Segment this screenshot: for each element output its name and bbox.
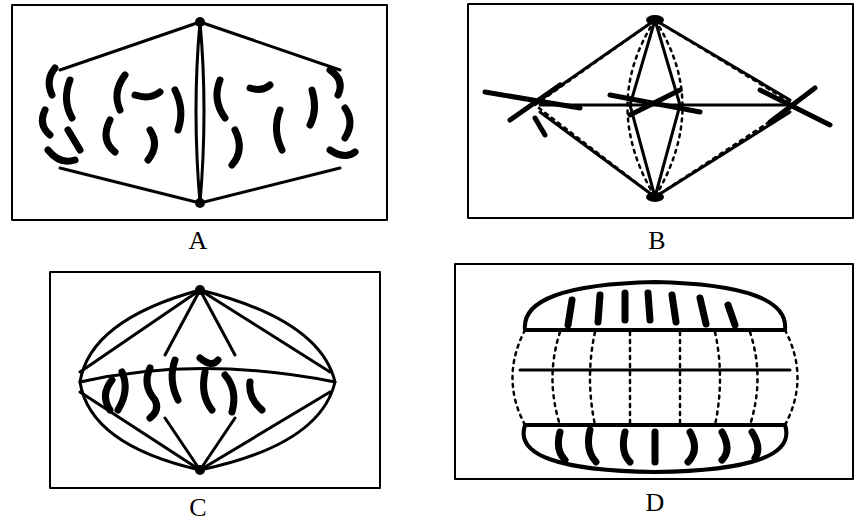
spindle-pole xyxy=(195,15,664,475)
spindle-pole-part xyxy=(646,15,664,25)
cell-a-chromosomes-part xyxy=(117,75,125,110)
cell-d-outline-part xyxy=(525,282,785,330)
cell-a-chromosomes-part xyxy=(48,150,75,161)
cell-a-chromosomes-part xyxy=(49,68,55,95)
cell-a-chromosomes-part xyxy=(106,120,115,152)
cell-a-chromosomes-part xyxy=(330,70,340,95)
cell-a-chromosomes-part xyxy=(217,80,225,118)
cell-c-chromosomes-part xyxy=(200,358,218,364)
cell-c-chromosomes xyxy=(105,358,262,418)
cell-b-chromosomes-part xyxy=(610,90,700,115)
panel-frame-part xyxy=(50,272,380,488)
spindle-pole-part xyxy=(195,198,205,208)
cell-d-outline-part xyxy=(524,425,787,472)
cell-a-chromosomes-part xyxy=(330,150,355,156)
cell-b-chromosomes-part xyxy=(535,118,545,135)
cell-c-spindle-part xyxy=(80,290,330,470)
cell-c-chromosomes-part xyxy=(225,375,234,412)
panel-frame-part xyxy=(468,4,853,218)
cell-a-chromosomes-part xyxy=(345,108,350,138)
cell-c-chromosomes-part xyxy=(250,382,262,410)
cell-a-spindle xyxy=(60,22,340,203)
cell-a-chromosomes-part xyxy=(250,85,270,89)
cell-d-spindle-part xyxy=(513,330,798,425)
cell-a-chromosomes-part xyxy=(66,80,72,118)
cell-a-chromosomes-part xyxy=(232,130,239,165)
cell-d-outline xyxy=(524,282,787,472)
cell-a-chromosomes-part xyxy=(42,110,50,135)
cell-a-spindle-part xyxy=(60,22,340,203)
cell-b-chromosomes-part xyxy=(760,88,830,125)
cell-c-spindle xyxy=(80,290,335,470)
cell-a-chromosomes-part xyxy=(310,90,315,125)
cell-a-chromosomes-part xyxy=(135,92,160,97)
cell-a-chromosomes-part xyxy=(148,130,155,160)
cell-c-chromosomes-part xyxy=(105,380,112,410)
cell-c-spindle-part xyxy=(165,290,235,470)
spindle-pole-part xyxy=(195,17,205,27)
panel-letter: C xyxy=(189,495,206,521)
cell-d-chromosomes xyxy=(558,293,758,462)
cell-d-spindle xyxy=(513,330,798,425)
panel-letter: B xyxy=(648,228,665,254)
spindle-pole-part xyxy=(646,192,664,202)
cell-c-spindle-part xyxy=(80,290,335,470)
cell-a-spindle-part xyxy=(196,22,204,203)
panel-frame-part xyxy=(12,5,387,220)
cell-d-chromosomes-part xyxy=(558,430,758,462)
panel-letter: D xyxy=(646,490,665,516)
cell-a-chromosomes xyxy=(42,68,355,165)
cell-c-chromosomes-part xyxy=(204,372,212,410)
cell-d-chromosomes-part xyxy=(568,293,735,325)
panel-letter: A xyxy=(189,228,208,254)
cell-c-chromosomes-part xyxy=(118,372,125,410)
cell-c-chromosomes-part xyxy=(172,360,178,400)
cell-a-chromosomes-part xyxy=(175,90,181,130)
panel-frame-part xyxy=(455,264,853,479)
mitosis-illustration-part xyxy=(12,4,853,488)
cell-a-chromosomes-part xyxy=(68,130,80,150)
cell-b-chromosomes xyxy=(485,85,830,135)
cell-plate xyxy=(520,369,790,372)
cell-c-chromosomes-part xyxy=(147,368,157,418)
cell-a-chromosomes-part xyxy=(276,110,282,150)
cell-b-chromosomes-part xyxy=(485,85,580,120)
cell-d-spindle-part xyxy=(553,332,758,425)
panel-frame xyxy=(12,4,853,488)
cell-plate-part xyxy=(520,369,790,372)
